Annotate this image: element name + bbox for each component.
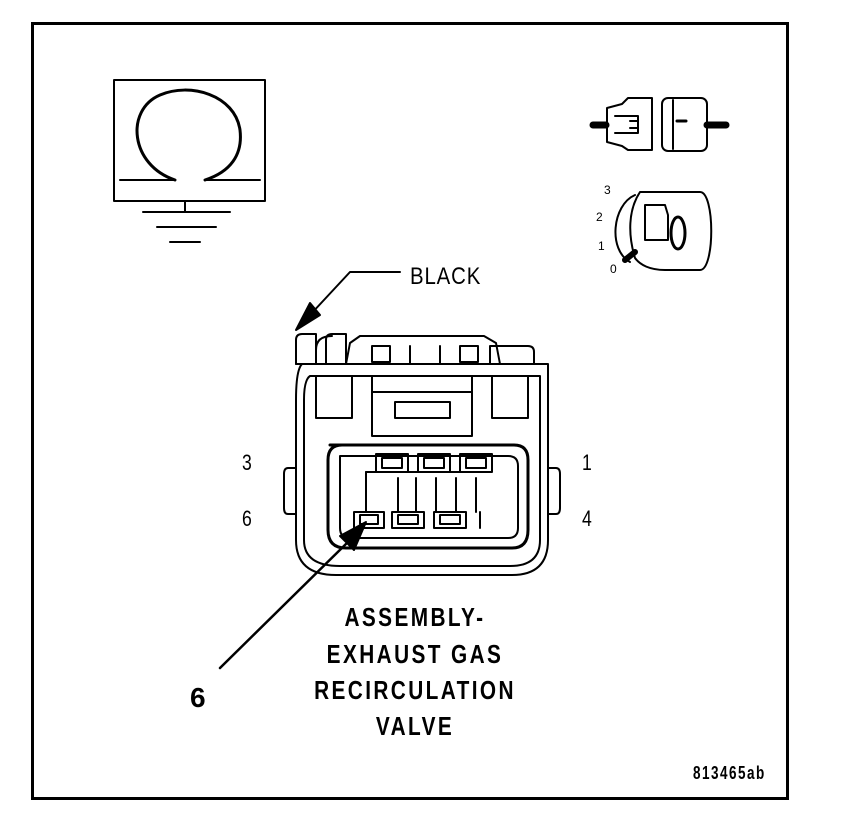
figure-reference: 813465ab [693, 763, 766, 783]
terminal-icon [589, 97, 730, 152]
pin-label-bottom-left: 6 [242, 506, 252, 531]
color-leader [295, 271, 401, 331]
pin-callout-label: 6 [190, 682, 206, 713]
diagram-frame [31, 22, 789, 800]
pin-label-top-left: 3 [242, 450, 252, 475]
connector-color-label: BLACK [410, 263, 482, 290]
connector-body [283, 333, 561, 576]
connector-title-line-2: EXHAUST GAS [326, 639, 504, 669]
pin-label-bottom-right: 4 [582, 506, 592, 531]
position-label-0: 0 [610, 262, 617, 276]
ground-symbol-icon [113, 79, 266, 243]
connector-title-line-4: VALVE [375, 711, 455, 741]
key-position-icon [614, 191, 713, 271]
pin-callout-arrow [218, 521, 367, 670]
pin-label-top-right: 1 [582, 450, 592, 475]
position-label-2: 2 [596, 210, 603, 224]
connector-title-line-3: RECIRCULATION [314, 675, 516, 705]
position-label-1: 1 [598, 239, 605, 253]
connector-title-line-1: ASSEMBLY- [344, 602, 486, 632]
position-label-3: 3 [604, 183, 611, 197]
